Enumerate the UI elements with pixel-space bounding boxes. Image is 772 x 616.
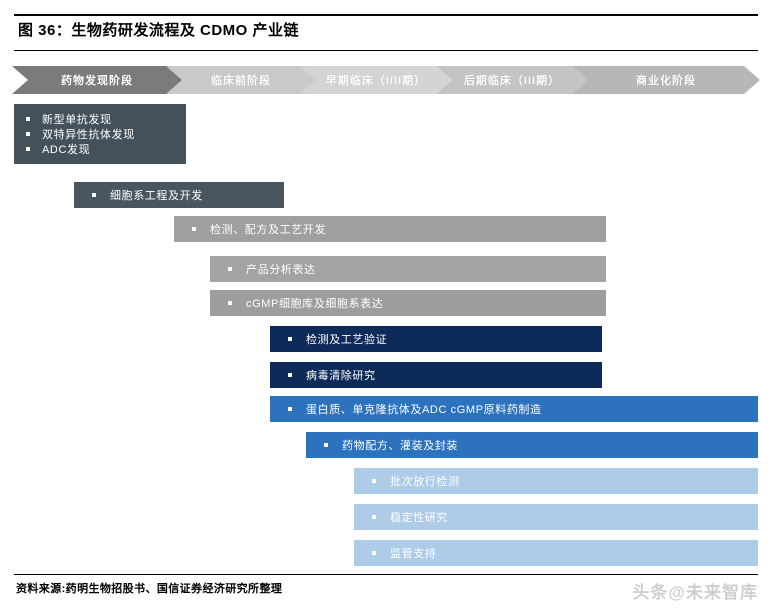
bullet-icon: [26, 116, 30, 121]
process-bar-label: 蛋白质、单克隆抗体及ADC cGMP原料药制造: [306, 404, 542, 416]
discovery-stage-box[interactable]: 新型单抗发现双特异性抗体发现 ADC发现: [14, 104, 186, 164]
discovery-bullet-item: 新型单抗发现: [14, 111, 186, 126]
footer-rule: [14, 574, 758, 575]
process-bar-label: 检测及工艺验证: [306, 334, 388, 346]
bullet-icon: [372, 515, 376, 519]
process-bar-label: 检测、配方及工艺开发: [210, 224, 326, 236]
process-bar-label: 病毒清除研究: [306, 370, 376, 382]
stage-arrow-label: 临床前阶段: [211, 75, 271, 87]
discovery-bullet-label: ADC发现: [42, 143, 91, 156]
bullet-icon: [228, 301, 232, 305]
process-bar-label: cGMP细胞库及细胞系表达: [246, 298, 384, 310]
title-rule-bottom: [14, 50, 758, 51]
stage-arrow-2[interactable]: 早期临床（I/II期）: [300, 66, 452, 94]
watermark: 头条@未来智库: [632, 583, 758, 602]
bullet-icon: [372, 479, 376, 483]
discovery-bullet-label: 新型单抗发现: [42, 113, 112, 126]
bullet-icon: [288, 337, 292, 341]
process-bar-9[interactable]: 稳定性研究: [354, 504, 758, 530]
process-bar-6[interactable]: 蛋白质、单克隆抗体及ADC cGMP原料药制造: [270, 396, 758, 422]
discovery-bullet-label: 双特异性抗体发现: [42, 128, 135, 141]
process-bar-8[interactable]: 批次放行检测: [354, 468, 758, 494]
process-bar-5[interactable]: 病毒清除研究: [270, 362, 602, 388]
bullet-icon: [26, 131, 30, 136]
stage-arrow-label: 后期临床（III期）: [463, 75, 561, 87]
process-bar-label: 药物配方、灌装及封装: [342, 440, 458, 452]
process-bar-10[interactable]: 监管支持: [354, 540, 758, 566]
process-bar-1[interactable]: 检测、配方及工艺开发: [174, 216, 606, 242]
title-rule-top: [14, 14, 758, 16]
bullet-icon: [372, 551, 376, 555]
bullet-icon: [288, 373, 292, 377]
source-note: 资料来源:药明生物招股书、国信证券经济研究所整理: [16, 583, 283, 595]
process-bar-label: 批次放行检测: [390, 476, 460, 488]
bullet-icon: [324, 443, 328, 447]
bullet-icon: [92, 193, 96, 197]
process-bar-4[interactable]: 检测及工艺验证: [270, 326, 602, 352]
discovery-bullet-item: 双特异性抗体发现: [14, 126, 186, 141]
bullet-icon: [26, 146, 30, 151]
stage-arrow-label: 药物发现阶段: [61, 75, 133, 87]
stage-arrow-0[interactable]: 药物发现阶段: [12, 66, 182, 94]
process-bar-label: 稳定性研究: [390, 512, 448, 524]
process-bar-label: 监管支持: [390, 548, 437, 560]
process-bar-label: 产品分析表达: [246, 264, 316, 276]
process-bar-label: 细胞系工程及开发: [110, 190, 203, 202]
stage-arrow-1[interactable]: 临床前阶段: [166, 66, 316, 94]
stage-arrow-label: 商业化阶段: [636, 75, 696, 87]
stage-arrow-3[interactable]: 后期临床（III期）: [436, 66, 588, 94]
bullet-icon: [228, 267, 232, 271]
process-bar-7[interactable]: 药物配方、灌装及封装: [306, 432, 758, 458]
page-title: 图 36：生物药研发流程及 CDMO 产业链: [18, 22, 300, 39]
bullet-icon: [288, 407, 292, 411]
stage-arrow-label: 早期临床（I/II期）: [325, 75, 427, 87]
process-bar-0[interactable]: 细胞系工程及开发: [74, 182, 284, 208]
stage-ribbon: 药物发现阶段 临床前阶段 早期临床（I/II期） 后期临床（III期） 商业化阶段: [12, 66, 760, 94]
bullet-icon: [192, 227, 196, 231]
process-bar-3[interactable]: cGMP细胞库及细胞系表达: [210, 290, 606, 316]
discovery-bullet-item: ADC发现: [14, 141, 186, 156]
process-bar-2[interactable]: 产品分析表达: [210, 256, 606, 282]
stage-arrow-4[interactable]: 商业化阶段: [572, 66, 760, 94]
